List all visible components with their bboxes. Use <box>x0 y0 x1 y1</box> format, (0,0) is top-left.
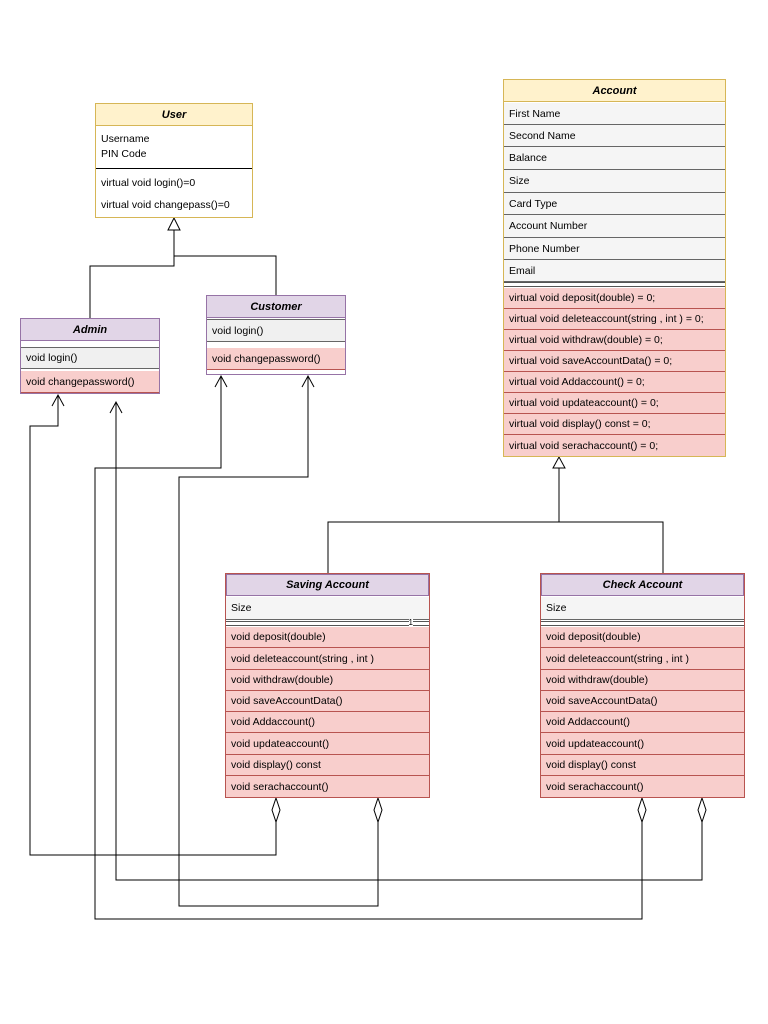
account-method: virtual void deposit(double) = 0; <box>504 288 725 309</box>
class-saving-account[interactable]: Saving Account Size 1 void deposit(doubl… <box>225 573 430 798</box>
open-arrow-customer-1 <box>214 374 228 388</box>
saving-attr: Size <box>226 597 429 620</box>
account-method: virtual void updateaccount() = 0; <box>504 393 725 414</box>
user-attr: PIN Code <box>101 148 147 160</box>
open-arrow-admin-2 <box>109 400 123 414</box>
assoc-saving-admin[interactable] <box>29 395 277 856</box>
admin-method: void login() <box>21 347 159 369</box>
account-attr: First Name <box>504 103 725 125</box>
check-method: void display() const <box>541 755 744 776</box>
inherit-check-account[interactable] <box>559 521 664 573</box>
saving-method: void Addaccount() <box>226 712 429 733</box>
inherit-customer-user[interactable] <box>174 255 277 295</box>
class-saving-account-title: Saving Account <box>226 574 429 596</box>
check-method: void withdraw(double) <box>541 670 744 691</box>
user-divider <box>96 168 252 169</box>
account-method: virtual void deleteaccount(string , int … <box>504 309 725 330</box>
class-user-title: User <box>96 104 252 126</box>
aggregation-diamond-saving-2 <box>373 796 383 824</box>
saving-method: void serachaccount() <box>226 776 429 797</box>
account-attr: Card Type <box>504 193 725 215</box>
account-attr: Email <box>504 260 725 282</box>
generalization-arrow-user <box>167 216 181 231</box>
customer-method: void login() <box>207 319 345 342</box>
check-divider <box>541 621 744 626</box>
multiplicity-label: 1 <box>408 618 413 627</box>
open-arrow-customer-2 <box>301 374 315 388</box>
saving-method: void saveAccountData() <box>226 691 429 712</box>
aggregation-diamond-check-1 <box>637 796 647 824</box>
account-attr: Phone Number <box>504 238 725 260</box>
class-account-title: Account <box>504 80 725 102</box>
saving-divider <box>226 621 429 626</box>
customer-method: void changepassword() <box>207 348 345 370</box>
assoc-check-admin[interactable] <box>115 402 703 881</box>
class-admin[interactable]: Admin void login() void changepassword() <box>20 318 160 394</box>
class-account[interactable]: Account First Name Second Name Balance S… <box>503 79 726 457</box>
account-attr: Second Name <box>504 125 725 147</box>
class-admin-title: Admin <box>21 319 159 341</box>
assoc-check-customer[interactable] <box>94 376 643 920</box>
admin-method: void changepassword() <box>21 371 159 393</box>
account-attr: Size <box>504 170 725 193</box>
check-method: void serachaccount() <box>541 776 744 797</box>
check-attr: Size <box>541 597 744 620</box>
aggregation-diamond-saving-1 <box>271 796 281 824</box>
user-attr: Username <box>101 133 150 145</box>
account-attr: Balance <box>504 147 725 170</box>
aggregation-diamond-check-2 <box>697 796 707 824</box>
user-method: virtual void login()=0 <box>101 177 196 189</box>
check-method: void deleteaccount(string , int ) <box>541 648 744 670</box>
user-method: virtual void changepass()=0 <box>101 199 230 211</box>
class-customer[interactable]: Customer void login() void changepasswor… <box>206 295 346 375</box>
check-method: void deposit(double) <box>541 627 744 648</box>
saving-method: void deleteaccount(string , int ) <box>226 648 429 670</box>
check-method: void updateaccount() <box>541 733 744 755</box>
open-arrow-admin-1 <box>51 393 65 407</box>
account-divider <box>504 282 725 287</box>
account-attr: Account Number <box>504 215 725 238</box>
account-method: virtual void saveAccountData() = 0; <box>504 351 725 372</box>
saving-method: void display() const <box>226 755 429 776</box>
inherit-admin-user[interactable] <box>89 230 175 318</box>
class-customer-title: Customer <box>207 296 345 318</box>
inherit-saving-account[interactable] <box>327 468 560 573</box>
generalization-arrow-account <box>552 455 566 469</box>
account-method: virtual void serachaccount() = 0; <box>504 435 725 456</box>
saving-method: void updateaccount() <box>226 733 429 755</box>
saving-method: void withdraw(double) <box>226 670 429 691</box>
check-method: void Addaccount() <box>541 712 744 733</box>
saving-method: void deposit(double) <box>226 627 429 648</box>
account-method: virtual void Addaccount() = 0; <box>504 372 725 393</box>
class-check-account-title: Check Account <box>541 574 744 596</box>
class-user[interactable]: User Username PIN Code virtual void logi… <box>95 103 253 218</box>
class-check-account[interactable]: Check Account Size void deposit(double) … <box>540 573 745 798</box>
check-method: void saveAccountData() <box>541 691 744 712</box>
account-method: virtual void display() const = 0; <box>504 414 725 435</box>
assoc-saving-customer[interactable] <box>178 376 379 907</box>
account-method: virtual void withdraw(double) = 0; <box>504 330 725 351</box>
